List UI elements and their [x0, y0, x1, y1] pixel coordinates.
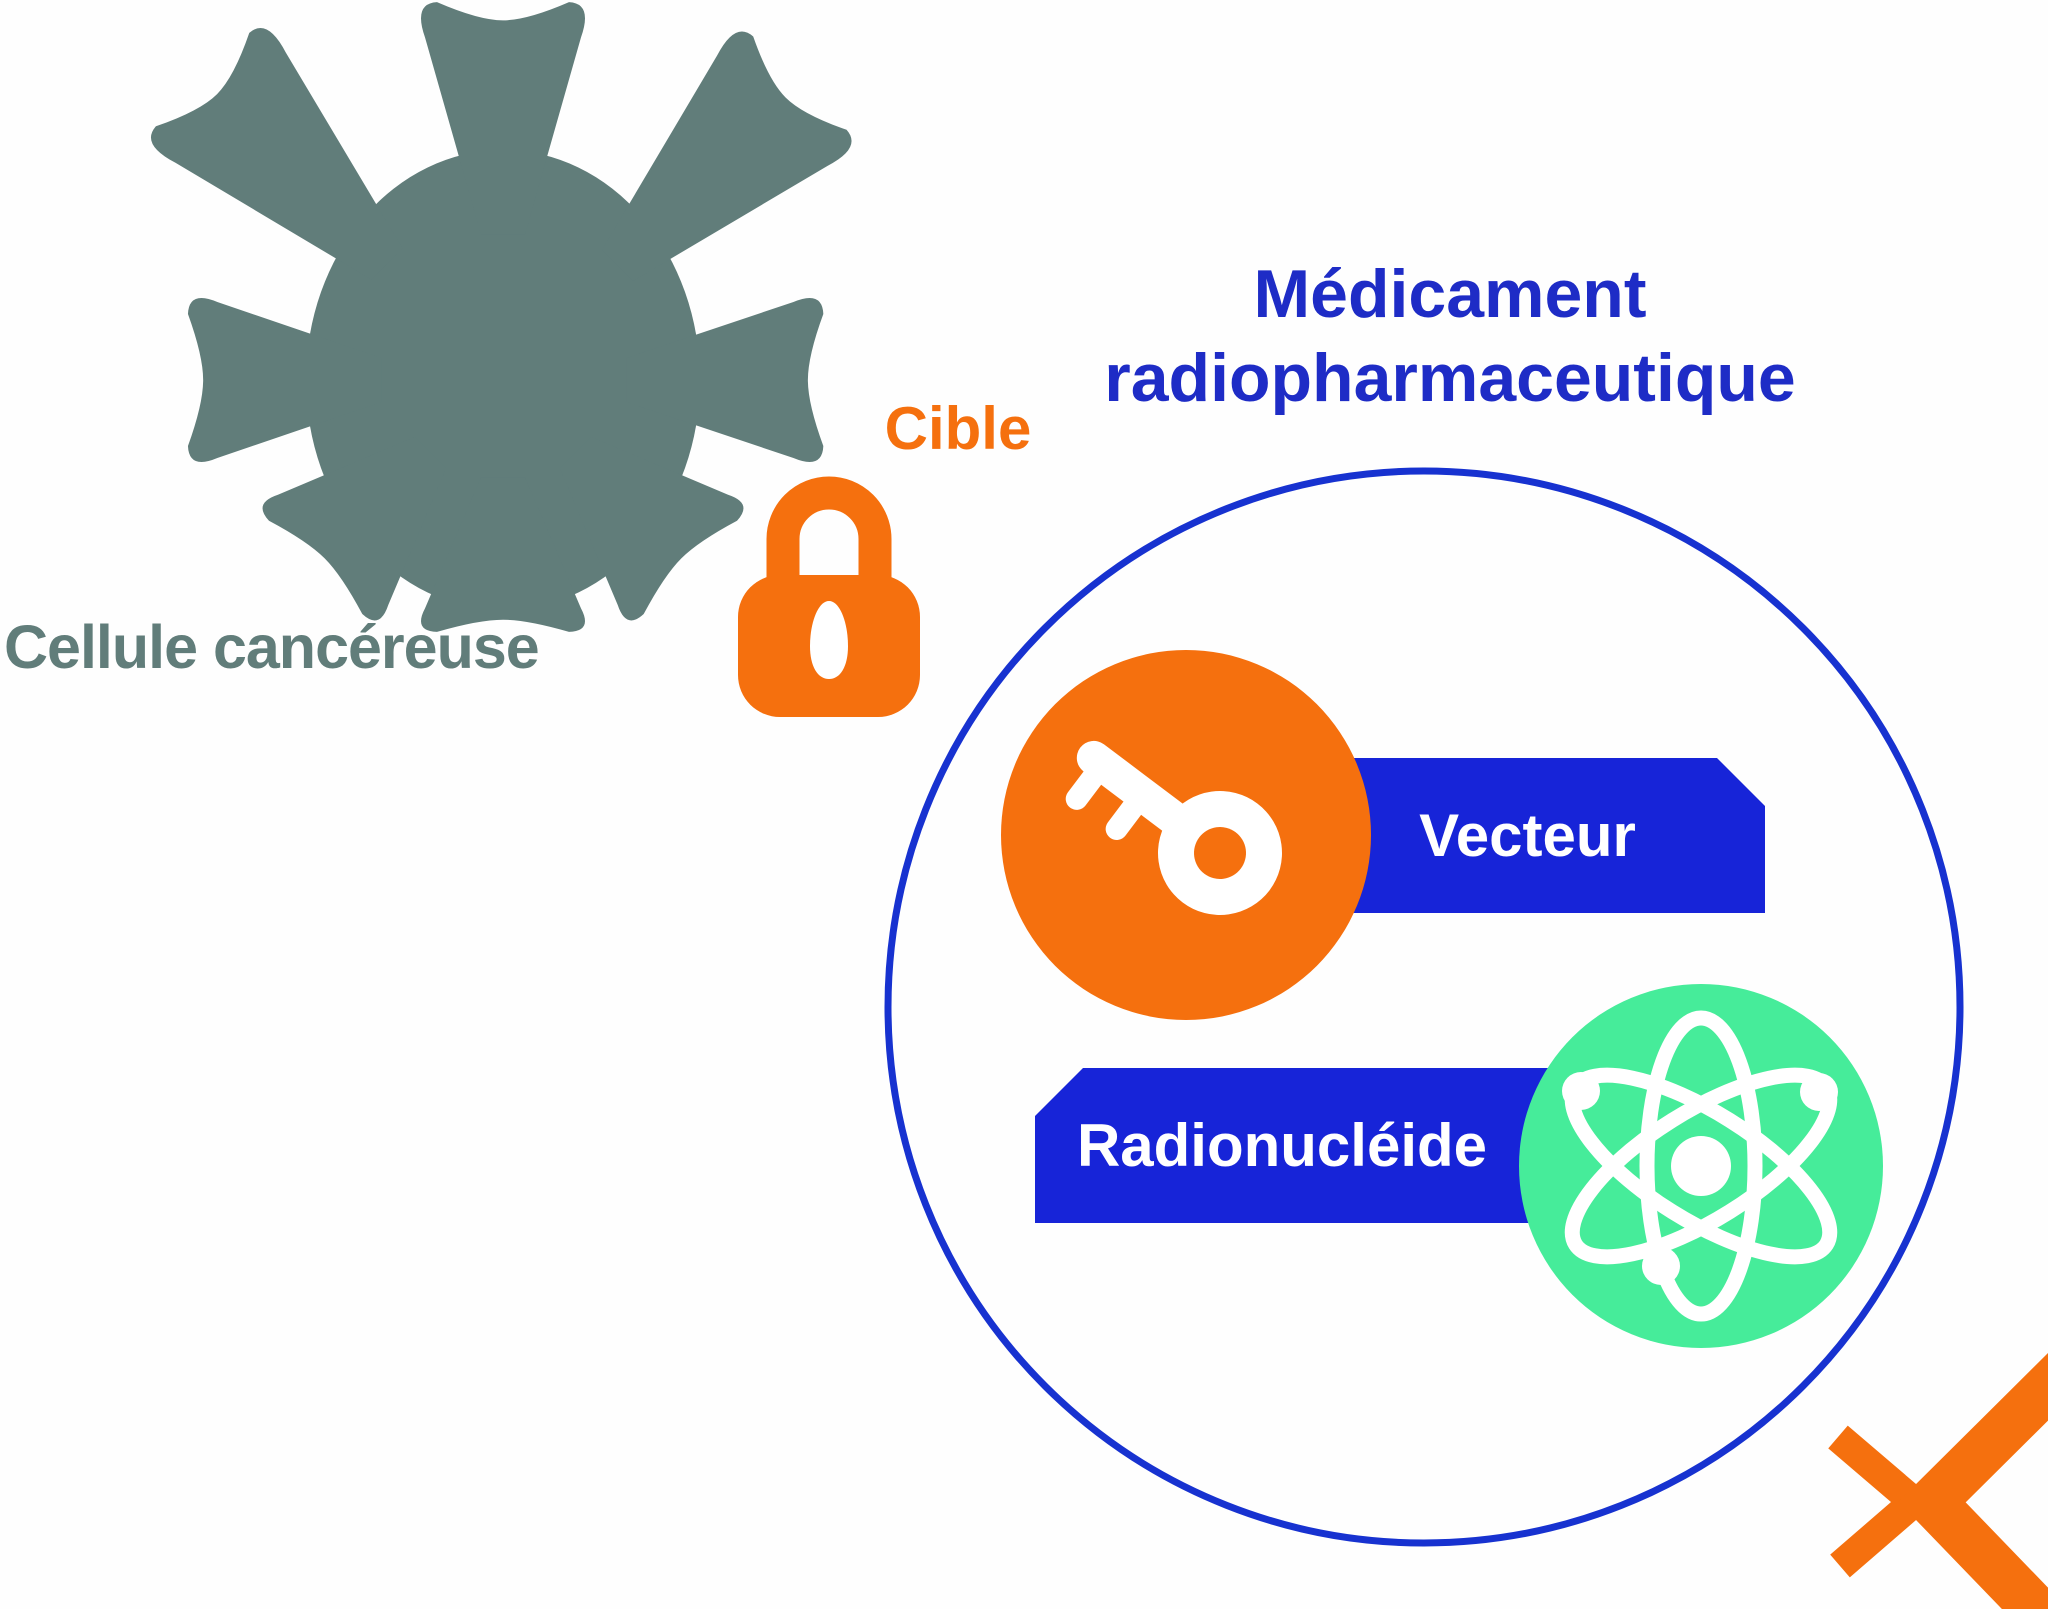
- radionucleide-label-text: Radionucléide: [1076, 1112, 1488, 1179]
- drug-title-line1: Médicament: [1253, 256, 1647, 332]
- drug-outline-circle: [884, 467, 1964, 1547]
- drug-title-line2: radiopharmaceutique: [1104, 340, 1796, 416]
- key-icon: [1001, 650, 1371, 1020]
- atom-icon: [1519, 984, 1883, 1348]
- lock-icon: [738, 476, 920, 717]
- vecteur-banner: [1348, 758, 1765, 913]
- vecteur-label-text: Vecteur: [1419, 802, 1636, 869]
- radionucleide-label: Radionucléide: [1035, 1068, 1555, 1223]
- radionucleide-banner: [1035, 1068, 1555, 1223]
- vecteur-label: Vecteur: [1348, 758, 1765, 913]
- drug-title: Médicament radiopharmaceutique: [1048, 252, 1852, 420]
- cancer-cell-label: Cellule cancéreuse: [4, 613, 540, 681]
- virus-icon: [151, 2, 852, 632]
- target-label: Cible: [884, 395, 1032, 462]
- x-logo: [1828, 1353, 2048, 1609]
